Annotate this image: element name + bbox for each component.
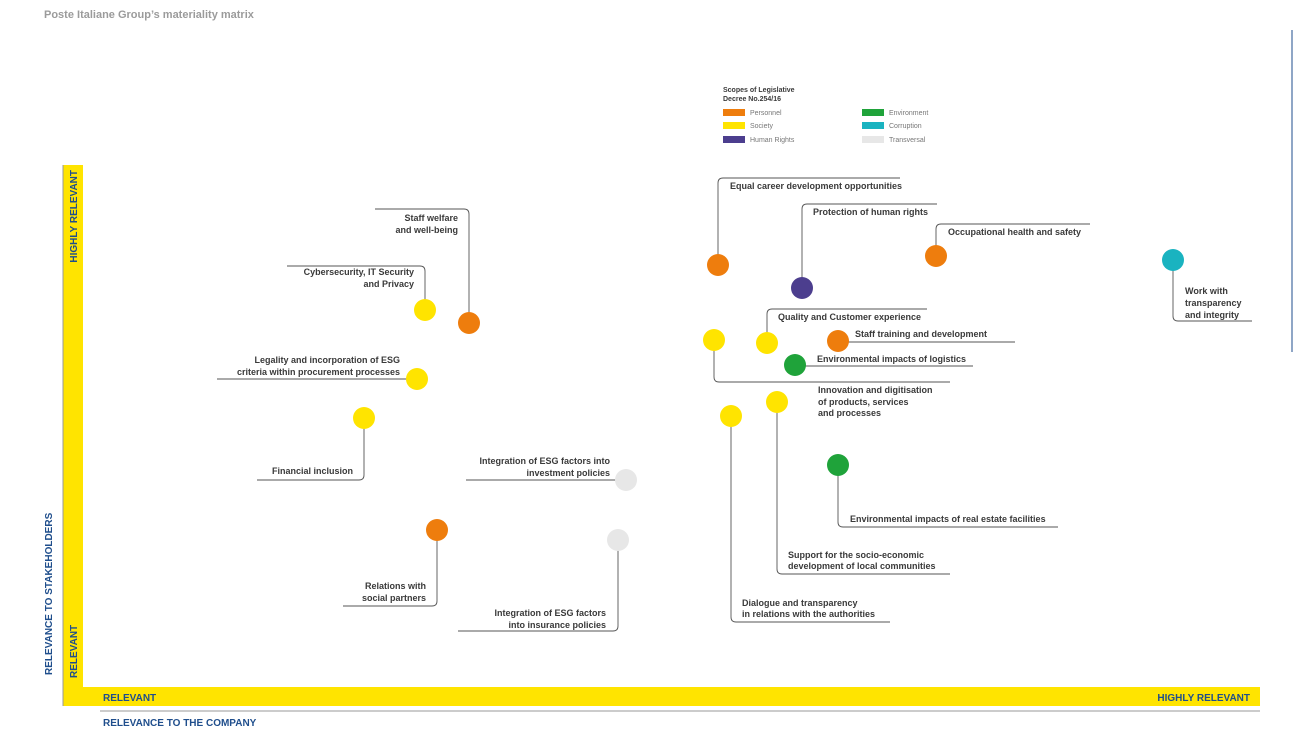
label-innovation-2: of products, services bbox=[818, 397, 909, 407]
leader-work-transparency bbox=[1172, 263, 1252, 322]
bubble-socio-economic bbox=[766, 391, 788, 413]
label-financial-inclusion: Financial inclusion bbox=[272, 466, 353, 476]
leader-human-rights bbox=[801, 203, 937, 285]
legend-label-personnel: Personnel bbox=[750, 110, 782, 117]
legend-label-human-rights: Human Rights bbox=[750, 137, 795, 144]
leader-financial-inclusion bbox=[257, 421, 365, 481]
label-social-partners-1: Relations with bbox=[365, 581, 426, 591]
bubble-equal-career bbox=[707, 254, 729, 276]
label-esg-insurance-2: into insurance policies bbox=[508, 620, 606, 630]
legend-title-line-2: Decree No.254/16 bbox=[723, 96, 781, 103]
bubble-cybersecurity bbox=[414, 299, 436, 321]
label-dialogue-1: Dialogue and transparency bbox=[742, 598, 858, 608]
label-esg-investment-2: investment policies bbox=[526, 468, 610, 478]
label-socio-economic-2: development of local communities bbox=[788, 561, 936, 571]
label-work-transparency-1: Work with bbox=[1185, 286, 1228, 296]
axes: RELEVANT HIGHLY RELEVANT RELEVANCE TO TH… bbox=[44, 30, 1293, 729]
y-axis-title: RELEVANCE TO STAKEHOLDERS bbox=[44, 512, 55, 675]
leader-social-partners bbox=[343, 533, 438, 607]
y-axis-high-label: HIGHLY RELEVANT bbox=[69, 170, 80, 263]
bubble-staff-training bbox=[827, 330, 849, 352]
legend-title-line-1: Scopes of Legislative bbox=[723, 87, 795, 94]
x-axis-high-label: HIGHLY RELEVANT bbox=[1157, 693, 1250, 704]
legend-label-environment: Environment bbox=[889, 110, 928, 117]
label-occupational: Occupational health and safety bbox=[948, 227, 1081, 237]
bubble-occupational bbox=[925, 245, 947, 267]
leader-dialogue bbox=[730, 418, 890, 623]
legend-swatch-personnel bbox=[723, 109, 745, 116]
bubble-dialogue bbox=[720, 405, 742, 427]
label-work-transparency-3: and integrity bbox=[1185, 310, 1239, 320]
label-env-real-estate: Environmental impacts of real estate fac… bbox=[850, 514, 1046, 524]
label-cybersecurity-2: and Privacy bbox=[363, 279, 414, 289]
topic-bubbles bbox=[353, 245, 1184, 551]
bubble-esg-investment bbox=[615, 469, 637, 491]
label-quality: Quality and Customer experience bbox=[778, 312, 921, 322]
legend-label-society: Society bbox=[750, 123, 773, 130]
bubble-work-transparency bbox=[1162, 249, 1184, 271]
legend-swatch-society bbox=[723, 122, 745, 129]
bubble-financial-inclusion bbox=[353, 407, 375, 429]
y-axis-low-label: RELEVANT bbox=[69, 625, 80, 678]
legend-swatch-environment bbox=[862, 109, 884, 116]
x-axis-low-label: RELEVANT bbox=[103, 693, 156, 704]
leader-innovation bbox=[713, 342, 950, 383]
legend-swatch-transversal bbox=[862, 136, 884, 143]
leader-env-real-estate bbox=[837, 466, 1058, 528]
bubble-env-real-estate bbox=[827, 454, 849, 476]
bubble-quality bbox=[756, 332, 778, 354]
bubble-env-logistics bbox=[784, 354, 806, 376]
label-social-partners-2: social partners bbox=[362, 593, 426, 603]
leader-equal-career bbox=[717, 177, 900, 262]
leader-lines bbox=[217, 177, 1252, 632]
legend-swatch-corruption bbox=[862, 122, 884, 129]
bubble-human-rights bbox=[791, 277, 813, 299]
leader-occupational bbox=[935, 223, 1090, 253]
leader-esg-insurance bbox=[458, 543, 619, 632]
label-esg-investment-1: Integration of ESG factors into bbox=[479, 456, 610, 466]
leader-socio-economic bbox=[776, 404, 950, 575]
bubble-innovation bbox=[703, 329, 725, 351]
legend-label-corruption: Corruption bbox=[889, 123, 922, 130]
bubble-staff-welfare bbox=[458, 312, 480, 334]
y-axis-bar bbox=[63, 165, 83, 705]
label-staff-training: Staff training and development bbox=[855, 329, 987, 339]
label-human-rights: Protection of human rights bbox=[813, 207, 928, 217]
label-staff-welfare-2: and well-being bbox=[395, 225, 458, 235]
label-legality-1: Legality and incorporation of ESG bbox=[254, 355, 400, 365]
x-axis-bar bbox=[63, 687, 1260, 706]
label-cybersecurity-1: Cybersecurity, IT Security bbox=[304, 267, 414, 277]
label-env-logistics: Environmental impacts of logistics bbox=[817, 354, 966, 364]
label-legality-2: criteria within procurement processes bbox=[237, 367, 400, 377]
leader-quality bbox=[766, 308, 927, 340]
bubble-legality bbox=[406, 368, 428, 390]
topic-labels: Staff welfare and well-being Cybersecuri… bbox=[237, 181, 1242, 630]
leader-staff-welfare bbox=[375, 208, 470, 320]
bubble-social-partners bbox=[426, 519, 448, 541]
label-equal-career: Equal career development opportunities bbox=[730, 181, 902, 191]
label-staff-welfare-1: Staff welfare bbox=[404, 213, 458, 223]
label-innovation-3: and processes bbox=[818, 408, 881, 418]
label-socio-economic-1: Support for the socio-economic bbox=[788, 550, 924, 560]
label-dialogue-2: in relations with the authorities bbox=[742, 609, 875, 619]
legend: Scopes of Legislative Decree No.254/16 P… bbox=[723, 87, 928, 144]
label-innovation-1: Innovation and digitisation bbox=[818, 385, 933, 395]
bubble-esg-insurance bbox=[607, 529, 629, 551]
label-esg-insurance-1: Integration of ESG factors bbox=[494, 608, 606, 618]
label-work-transparency-2: transparency bbox=[1185, 298, 1242, 308]
page-title: Poste Italiane Group’s materiality matri… bbox=[44, 9, 254, 21]
legend-label-transversal: Transversal bbox=[889, 137, 926, 144]
x-axis-title: RELEVANCE TO THE COMPANY bbox=[103, 718, 257, 729]
legend-swatch-human-rights bbox=[723, 136, 745, 143]
leader-cybersecurity bbox=[287, 265, 426, 307]
